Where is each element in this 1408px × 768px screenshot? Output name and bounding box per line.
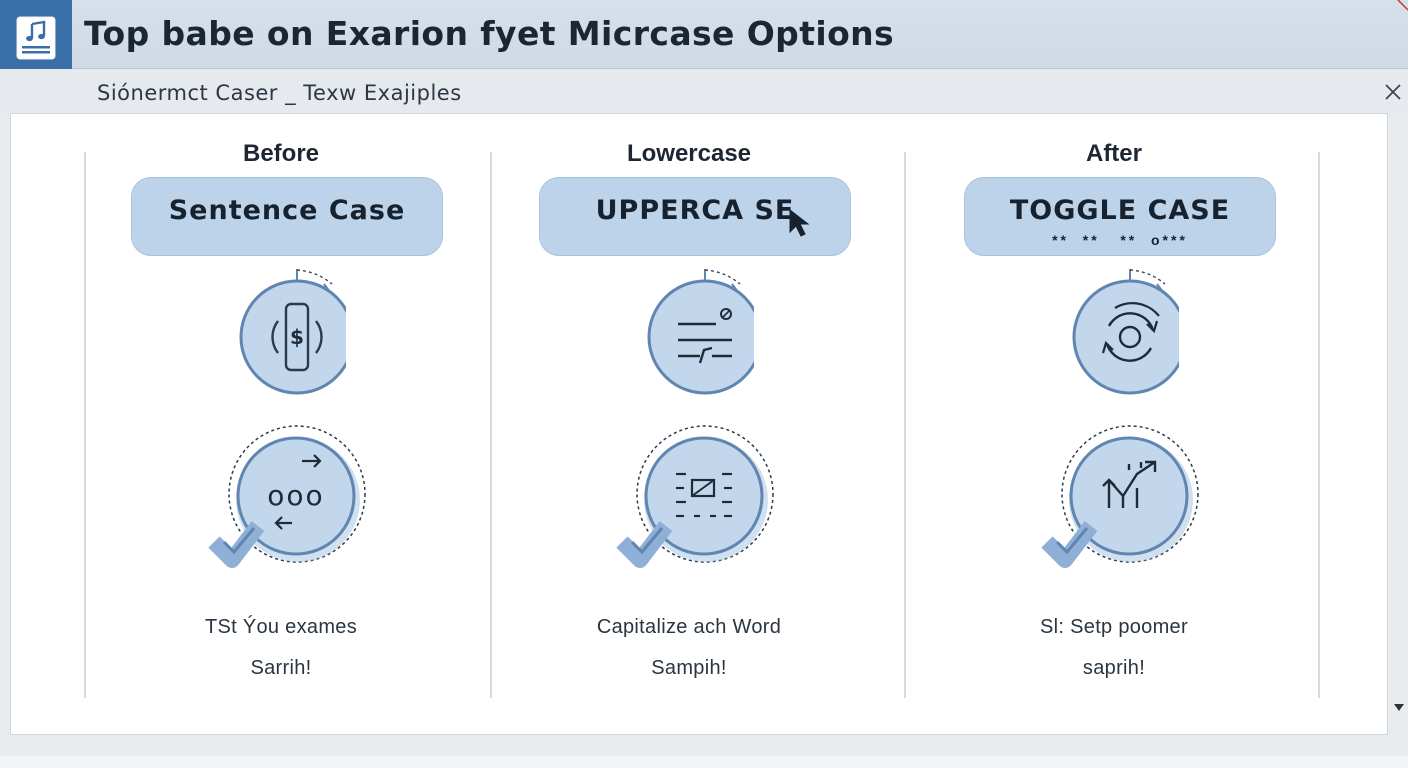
caption-line: TSt Ýou exames: [204, 616, 358, 638]
column-header: Before: [242, 140, 320, 167]
caption-line: Sl: Setp poomer: [1040, 616, 1188, 638]
toggle-case-button[interactable]: TOGGLE CASE ** ** ** o***: [964, 177, 1276, 256]
svg-text:ooo: ooo: [267, 479, 324, 512]
option-column-before: Before Sentence Case $ ooo TSt Ýou exame…: [76, 114, 486, 734]
uppercase-button[interactable]: UPPERCA SE: [539, 177, 851, 256]
svg-text:$: $: [290, 325, 304, 349]
text-lines-icon[interactable]: [624, 264, 754, 404]
case-button-label: TOGGLE CASE: [1009, 195, 1231, 226]
column-divider: [84, 152, 86, 698]
column-header: After: [1085, 140, 1142, 167]
music-document-icon: [16, 16, 56, 59]
dollar-cycle-icon[interactable]: $: [216, 264, 346, 404]
rotate-arrows-icon[interactable]: [1049, 264, 1179, 404]
caption-sample: saprih!: [1082, 657, 1146, 679]
grid-select-icon[interactable]: [594, 412, 774, 582]
column-divider: [904, 152, 906, 698]
sentence-case-button[interactable]: Sentence Case: [131, 177, 443, 256]
case-button-label: Sentence Case: [168, 195, 406, 226]
mouse-cursor-icon: [789, 208, 810, 237]
close-icon: [1385, 84, 1401, 100]
app-icon[interactable]: [0, 0, 72, 75]
caption-line: Capitalize ach Word: [596, 616, 782, 638]
up-arrows-icon[interactable]: [1019, 412, 1199, 582]
option-column-after: After TOGGLE CASE ** ** ** o***: [909, 114, 1319, 734]
caption-sample: Sampih!: [651, 657, 727, 679]
dialog-subtitle: Siónermct Caser _ Texw Exajiples: [97, 81, 462, 105]
window-title: Top babe on Exarion fyet Micrcase Option…: [84, 14, 895, 53]
close-button[interactable]: [1380, 79, 1406, 105]
case-button-label: UPPERCA SE: [595, 195, 795, 226]
button-subtext: ** ** ** o***: [1052, 232, 1188, 248]
sub-header: Siónermct Caser _ Texw Exajiples: [0, 69, 1408, 113]
corner-mark-icon: [1397, 0, 1408, 11]
column-header: Lowercase: [626, 140, 752, 167]
footer-strip: [0, 756, 1408, 768]
column-divider: [1318, 152, 1320, 698]
title-bar: Top babe on Exarion fyet Micrcase Option…: [0, 0, 1408, 75]
option-column-lowercase: Lowercase UPPERCA SE: [484, 114, 894, 734]
caption-sample: Sarrih!: [250, 657, 312, 679]
column-divider: [490, 152, 492, 698]
scroll-down-arrow-icon[interactable]: [1393, 702, 1405, 712]
options-panel: Before Sentence Case $ ooo TSt Ýou exame…: [10, 113, 1388, 735]
ooo-arrows-icon[interactable]: ooo: [186, 412, 366, 582]
